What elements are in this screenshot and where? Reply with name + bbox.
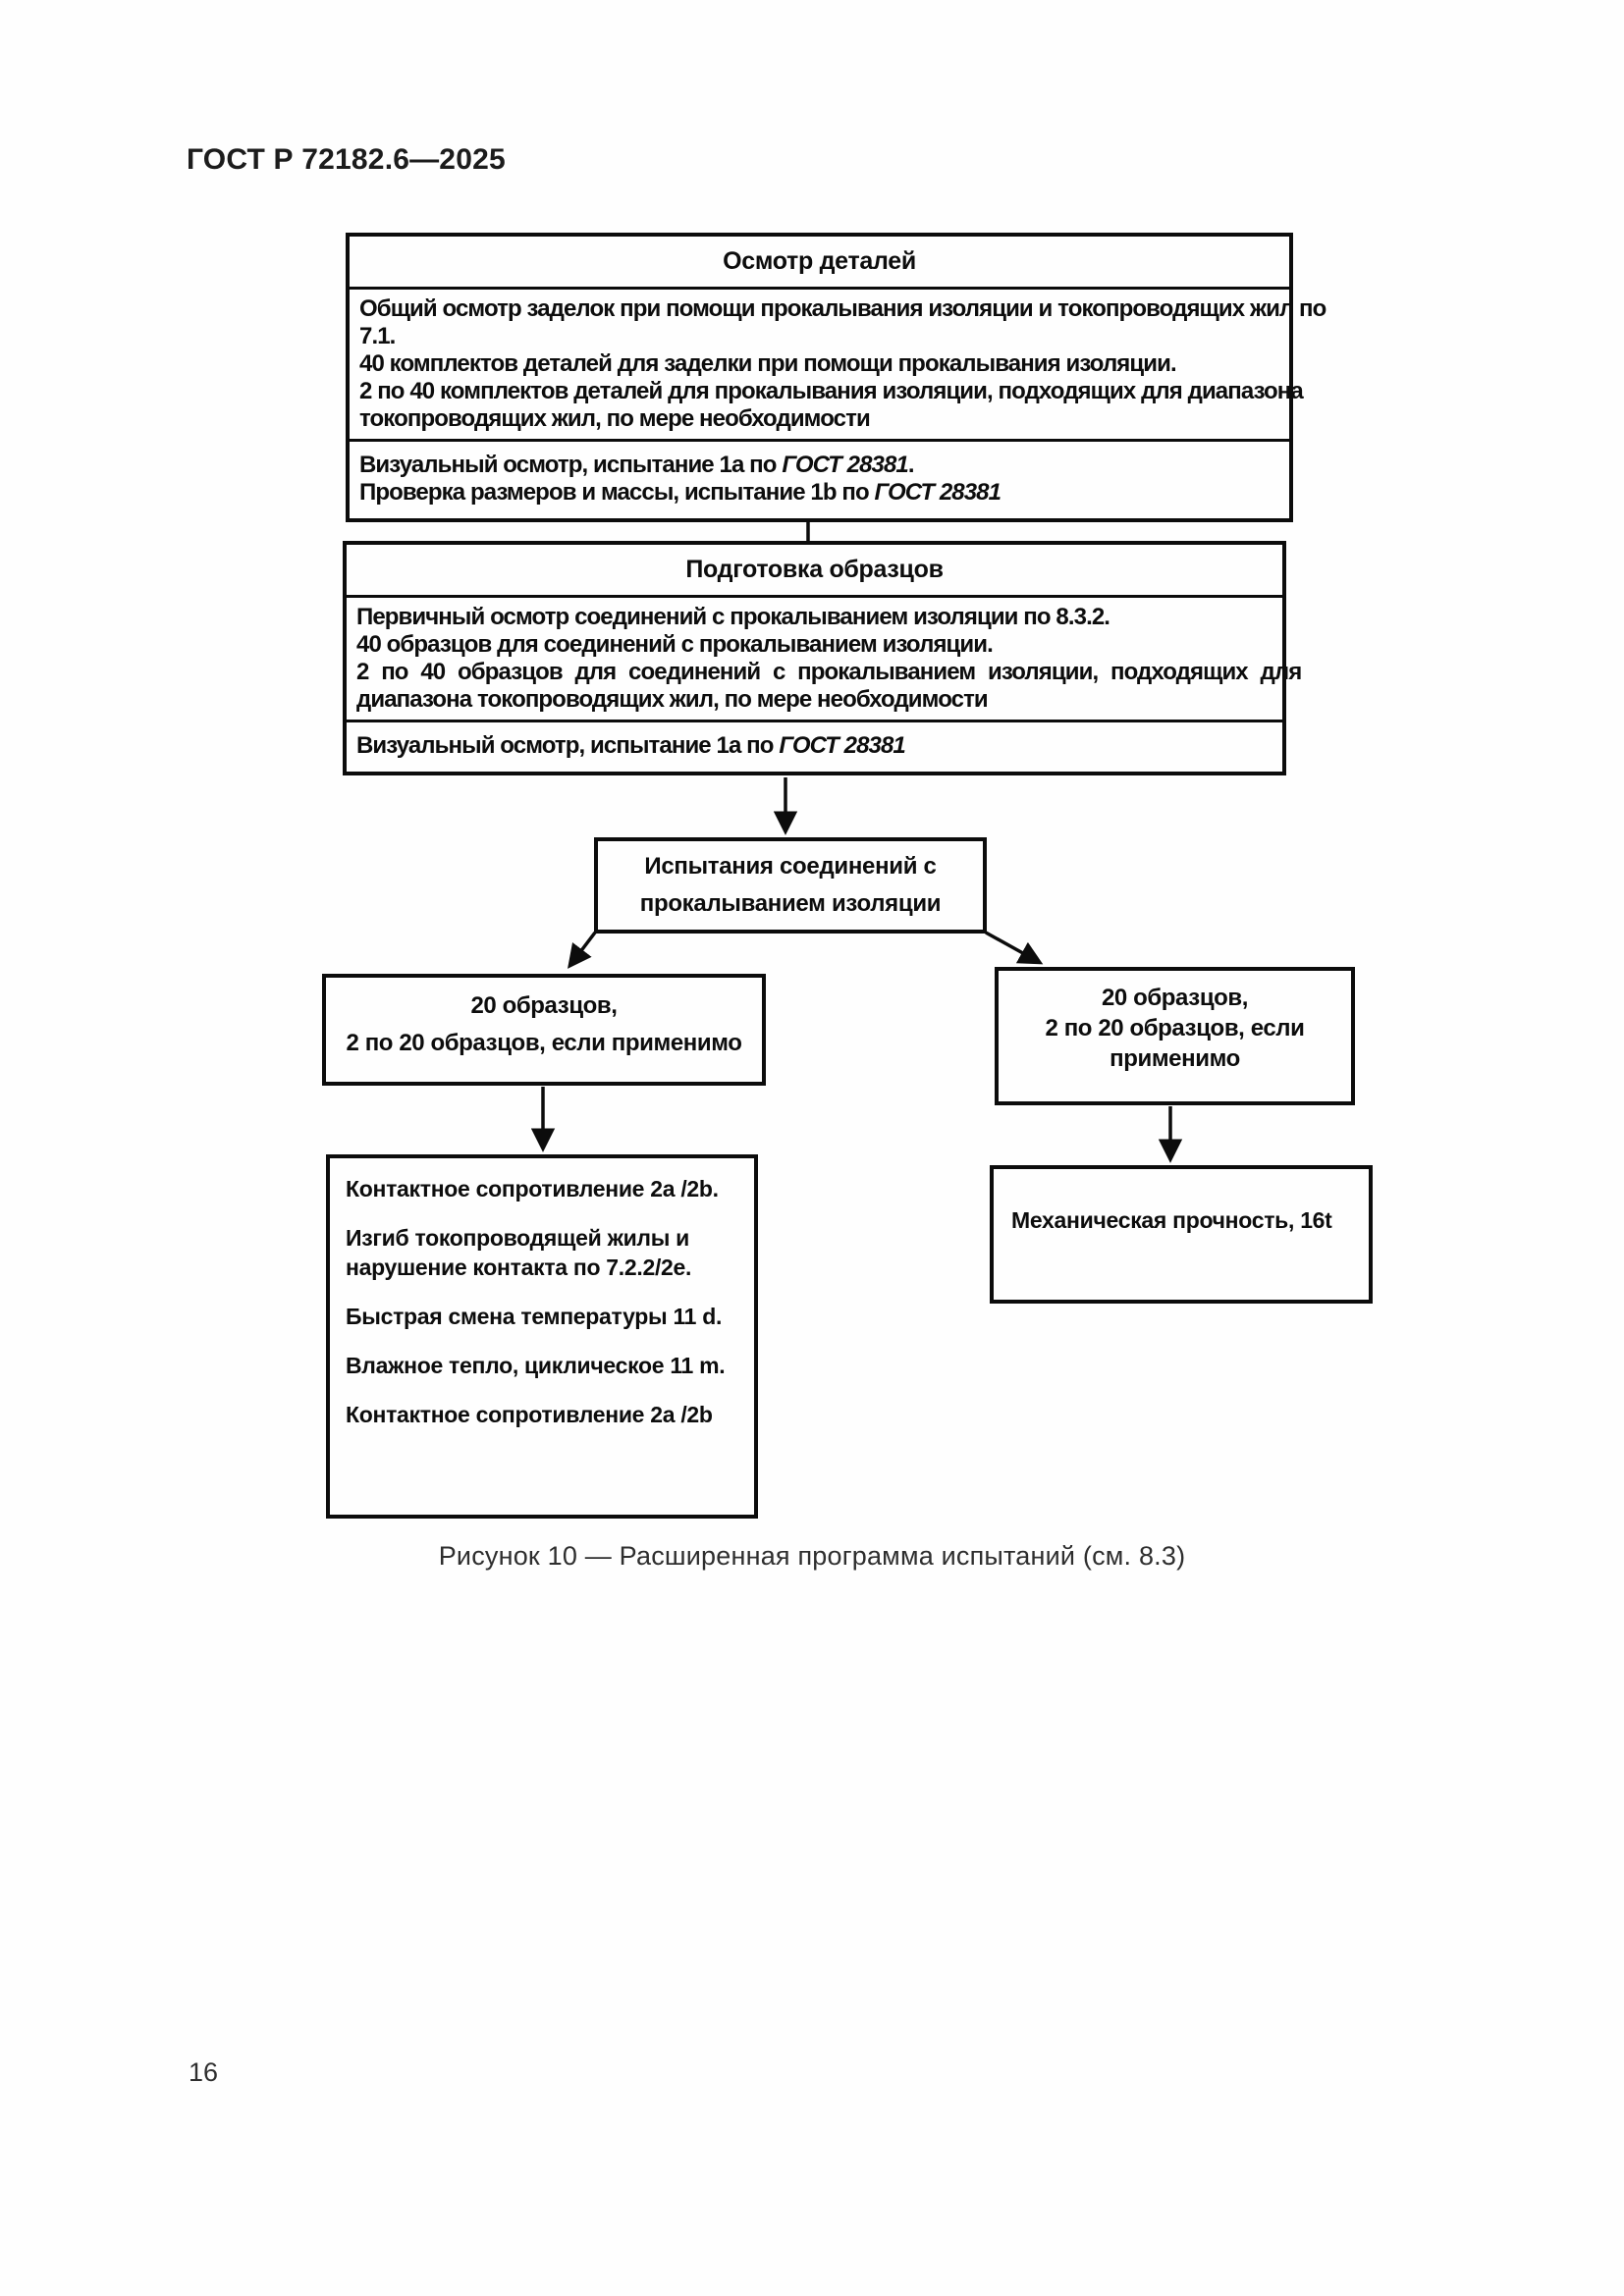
- parts-inspection-footer: Визуальный осмотр, испытание 1а по ГОСТ …: [350, 442, 1289, 518]
- test-step: Механическая прочность, 16t: [1011, 1207, 1332, 1233]
- electrical-test-sequence-box: Контактное сопротивление 2a /2b. Изгиб т…: [326, 1154, 758, 1519]
- test-step: Изгиб токопроводящей жилы и нарушение ко…: [346, 1225, 692, 1280]
- test-step: Контактное сопротивление 2a /2b: [346, 1402, 713, 1427]
- sample-line: 2 по 20 образцов, если применимо: [346, 1030, 742, 1056]
- sample-line: применимо: [1110, 1045, 1240, 1072]
- footer-line: Визуальный осмотр, испытание 1а по ГОСТ …: [356, 732, 906, 759]
- footer-line: Проверка размеров и массы, испытание 1b …: [359, 479, 1001, 506]
- page-number: 16: [189, 2057, 219, 2087]
- standard-reference: ГОСТ 28381: [874, 479, 1001, 506]
- parts-inspection-body: Общий осмотр заделок при помощи прокалыв…: [350, 290, 1326, 442]
- standard-number-header: ГОСТ Р 72182.6—2025: [187, 143, 506, 176]
- body-line: Первичный осмотр соединений с прокалыван…: [356, 604, 1110, 630]
- sample-preparation-body: Первичный осмотр соединений с прокалыван…: [347, 598, 1302, 722]
- standard-reference: ГОСТ 28381: [782, 452, 908, 478]
- figure-caption: Рисунок 10 — Расширенная программа испыт…: [438, 1541, 1186, 1571]
- tests-line: прокалыванием изоляции: [639, 890, 942, 917]
- test-step: Влажное тепло, циклическое 11 m.: [346, 1353, 726, 1378]
- test-step: Контактное сопротивление 2a /2b.: [346, 1176, 719, 1201]
- tests-line: Испытания соединений с: [644, 853, 937, 880]
- left-sample-group-box: 20 образцов, 2 по 20 образцов, если прим…: [322, 974, 766, 1086]
- sample-line: 20 образцов,: [470, 992, 618, 1019]
- body-line: Общий осмотр заделок при помощи прокалыв…: [359, 295, 1326, 322]
- arrow-tests-to-left-samples: [568, 931, 597, 969]
- body-line: 2 по 40 комплектов деталей для прокалыва…: [359, 378, 1304, 404]
- piercing-tests-box: Испытания соединений с прокалыванием изо…: [594, 837, 987, 934]
- mechanical-strength-box: Механическая прочность, 16t: [990, 1165, 1373, 1304]
- body-line: диапазона токопроводящих жил, по мере не…: [356, 686, 989, 713]
- body-line: 2 по 40 образцов для соединений с прокал…: [356, 659, 1302, 685]
- right-sample-group-box: 20 образцов, 2 по 20 образцов, если прим…: [995, 967, 1355, 1105]
- body-line: токопроводящих жил, по мере необходимост…: [359, 405, 871, 432]
- parts-inspection-box: Осмотр деталей Общий осмотр заделок при …: [346, 233, 1326, 522]
- sample-preparation-title: Подготовка образцов: [347, 545, 1282, 598]
- parts-inspection-title: Осмотр деталей: [350, 237, 1289, 290]
- sample-line: 20 образцов,: [1101, 985, 1249, 1011]
- arrow-tests-to-right-samples: [985, 931, 1044, 965]
- sample-preparation-box: Подготовка образцов Первичный осмотр сое…: [343, 541, 1302, 775]
- sample-line: 2 по 20 образцов, если: [1045, 1015, 1305, 1041]
- footer-line: Визуальный осмотр, испытание 1а по ГОСТ …: [359, 452, 915, 478]
- sample-preparation-footer: Визуальный осмотр, испытание 1а по ГОСТ …: [347, 722, 1282, 772]
- test-step: Быстрая смена температуры 11 d.: [346, 1304, 723, 1329]
- body-line: 40 образцов для соединений с прокалывани…: [356, 631, 994, 658]
- standard-reference: ГОСТ 28381: [779, 732, 905, 759]
- body-line: 40 комплектов деталей для заделки при по…: [359, 350, 1177, 377]
- body-line: 7.1.: [359, 323, 396, 349]
